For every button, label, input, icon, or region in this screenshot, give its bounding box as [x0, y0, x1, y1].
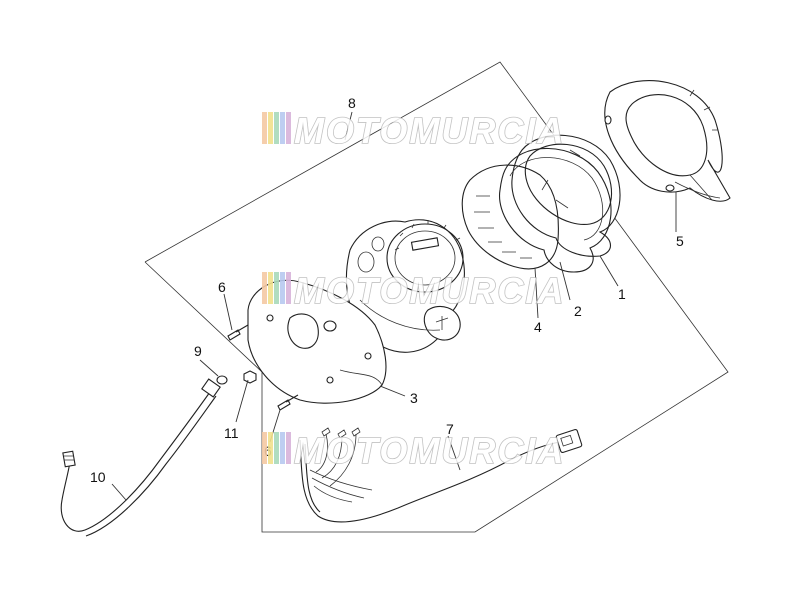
part-6-screw-lower — [277, 394, 299, 411]
callout-7: 7 — [446, 421, 454, 437]
callout-2: 2 — [574, 303, 582, 319]
watermark-middle: MOTOMURCIA — [262, 269, 565, 312]
callout-9: 9 — [194, 343, 202, 359]
callout-6-upper: 6 — [218, 279, 226, 295]
callout-8: 8 — [348, 95, 356, 111]
part-5-outer-cowl — [604, 80, 731, 202]
part-7-wiring-harness — [299, 427, 583, 523]
part-3-rear-housing — [247, 279, 387, 404]
callout-3: 3 — [410, 390, 418, 406]
part-11-nut — [243, 370, 257, 384]
assembly-boundary — [144, 61, 729, 533]
watermark-text-top: MOTOMURCIA — [294, 110, 565, 151]
callout-4: 4 — [534, 319, 542, 335]
speedometer-unit — [345, 219, 465, 353]
watermark-stripes-bottom — [262, 432, 291, 464]
watermark-stripes-middle — [262, 272, 291, 304]
callout-11: 11 — [224, 425, 239, 441]
callout-5: 5 — [676, 233, 684, 249]
watermark-text-middle: MOTOMURCIA — [294, 270, 565, 311]
watermark-top: MOTOMURCIA — [262, 109, 565, 152]
part-1-lens — [511, 134, 621, 257]
assembly-boundary-edge — [144, 261, 263, 373]
watermark-bottom: MOTOMURCIA — [262, 429, 565, 472]
callout-1: 1 — [618, 286, 626, 302]
part-10-speedometer-cable — [60, 378, 221, 537]
part-9-o-ring — [216, 375, 228, 385]
callout-10: 10 — [90, 469, 106, 485]
watermark-text-bottom: MOTOMURCIA — [294, 430, 565, 471]
part-2-gasket — [499, 147, 612, 273]
part-4-dial-seal — [461, 164, 559, 270]
watermark-stripes-top — [262, 112, 291, 144]
part-6-screw-upper — [227, 324, 249, 341]
